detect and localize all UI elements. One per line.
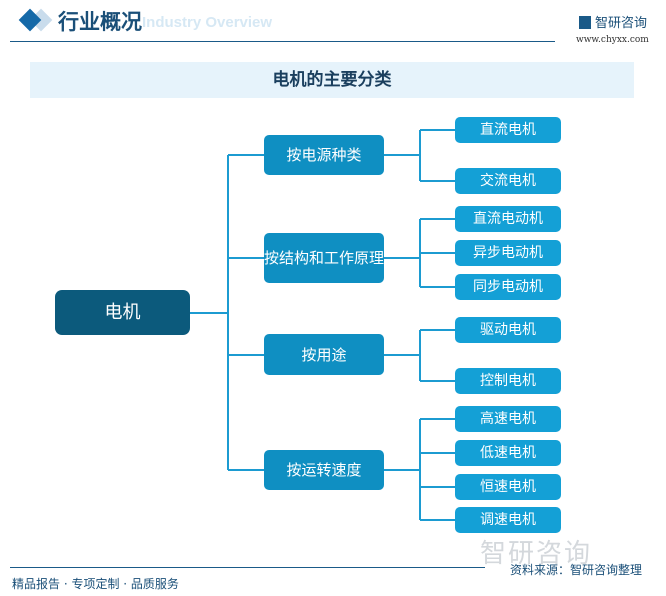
connector-line (228, 353, 264, 356)
brand-logo: 智研咨询 (579, 12, 647, 31)
connector-line (420, 129, 455, 131)
connector-line (420, 252, 455, 254)
leaf-node: 交流电机 (455, 168, 561, 194)
brand-logo-icon (579, 16, 591, 29)
connector-line (228, 257, 264, 259)
leaf-node: 异步电动机 (455, 240, 561, 266)
connector-line (228, 154, 264, 156)
header-divider (10, 41, 555, 42)
category-node: 按电源种类 (264, 135, 384, 175)
leaf-node: 直流电机 (455, 117, 561, 143)
connector-line (384, 469, 420, 471)
leaf-node: 控制电机 (455, 368, 561, 394)
branch-line (419, 130, 421, 181)
connector-line (420, 329, 455, 331)
branch-line (419, 330, 421, 381)
leaf-node: 恒速电机 (455, 474, 561, 500)
footer-divider (10, 567, 485, 568)
category-node: 按用途 (264, 334, 384, 375)
trunk-line (227, 155, 229, 470)
branch-line (419, 419, 421, 520)
brand-name: 智研咨询 (595, 16, 648, 31)
connector-line (420, 486, 455, 488)
connector-line (420, 286, 455, 288)
connector-line (384, 154, 420, 156)
leaf-node: 调速电机 (455, 507, 561, 533)
diagram-title: 电机的主要分类 (30, 62, 634, 98)
watermark: 智研咨询 (480, 539, 593, 569)
leaf-node: 同步电动机 (455, 274, 561, 300)
header-subtitle: Industry Overview (142, 14, 273, 31)
connector-line (228, 469, 264, 471)
connector-line (190, 312, 228, 314)
root-node: 电机 (55, 290, 190, 335)
leaf-node: 低速电机 (455, 440, 561, 466)
brand-url: www.chyxx.com (576, 35, 649, 45)
category-node: 按运转速度 (264, 450, 384, 490)
connector-line (420, 519, 455, 521)
header-title: 行业概况 (58, 10, 142, 34)
leaf-node: 高速电机 (455, 406, 561, 432)
source-note: 资料来源：智研咨询整理 (510, 563, 643, 577)
connector-line (384, 257, 420, 259)
footer-slogan: 精品报告 · 专项定制 · 品质服务 (12, 577, 179, 591)
category-node: 按结构和工作原理 (264, 233, 384, 283)
leaf-node: 驱动电机 (455, 317, 561, 343)
connector-line (384, 353, 420, 356)
connector-line (420, 418, 455, 420)
connector-line (420, 218, 455, 220)
leaf-node: 直流电动机 (455, 206, 561, 232)
connector-line (420, 180, 455, 182)
connector-line (420, 380, 455, 382)
connector-line (420, 452, 455, 454)
